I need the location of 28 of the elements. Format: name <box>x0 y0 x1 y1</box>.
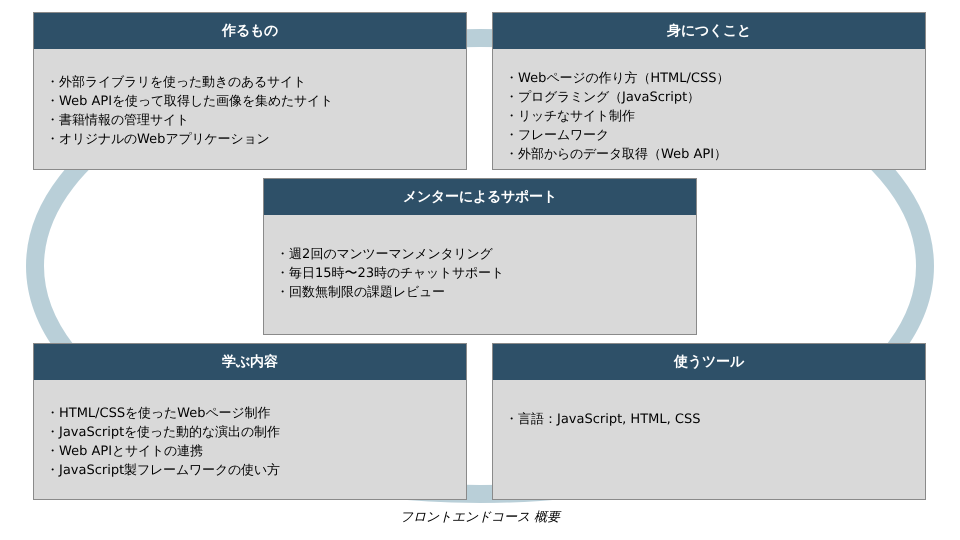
card-header: 学ぶ内容 <box>34 344 466 380</box>
list-item: ・プログラミング（JavaScript） <box>505 89 700 107</box>
list-item: ・毎日15時〜23時のチャットサポート <box>276 265 504 283</box>
info-card <box>263 178 697 335</box>
list-item: ・週2回のマンツーマンメンタリング <box>276 246 492 264</box>
list-item: ・JavaScriptを使った動的な演出の制作 <box>46 424 280 442</box>
list-item: ・回数無制限の課題レビュー <box>276 284 445 302</box>
list-item: ・書籍情報の管理サイト <box>46 112 189 130</box>
list-item: ・リッチなサイト制作 <box>505 108 635 126</box>
card-header: 身につくこと <box>493 13 925 49</box>
list-item: ・HTML/CSSを使ったWebページ制作 <box>46 405 270 423</box>
list-item: ・外部からのデータ取得（Web API） <box>505 146 728 164</box>
list-item: ・Webページの作り方（HTML/CSS） <box>505 70 730 88</box>
list-item: ・言語：JavaScript, HTML, CSS <box>505 411 700 429</box>
list-item: ・JavaScript製フレームワークの使い方 <box>46 462 280 480</box>
list-item: ・Web APIとサイトの連携 <box>46 443 204 461</box>
info-card <box>33 12 467 170</box>
card-header: メンターによるサポート <box>264 179 696 215</box>
card-header: 使うツール <box>493 344 925 380</box>
info-card <box>492 343 926 500</box>
list-item: ・オリジナルのWebアプリケーション <box>46 131 270 149</box>
list-item: ・フレームワーク <box>505 127 609 145</box>
info-card <box>33 343 467 500</box>
info-card <box>492 12 926 170</box>
list-item: ・外部ライブラリを使った動きのあるサイト <box>46 74 306 92</box>
caption: フロントエンドコース 概要 <box>400 510 560 525</box>
list-item: ・Web APIを使って取得した画像を集めたサイト <box>46 93 334 111</box>
card-header: 作るもの <box>34 13 466 49</box>
